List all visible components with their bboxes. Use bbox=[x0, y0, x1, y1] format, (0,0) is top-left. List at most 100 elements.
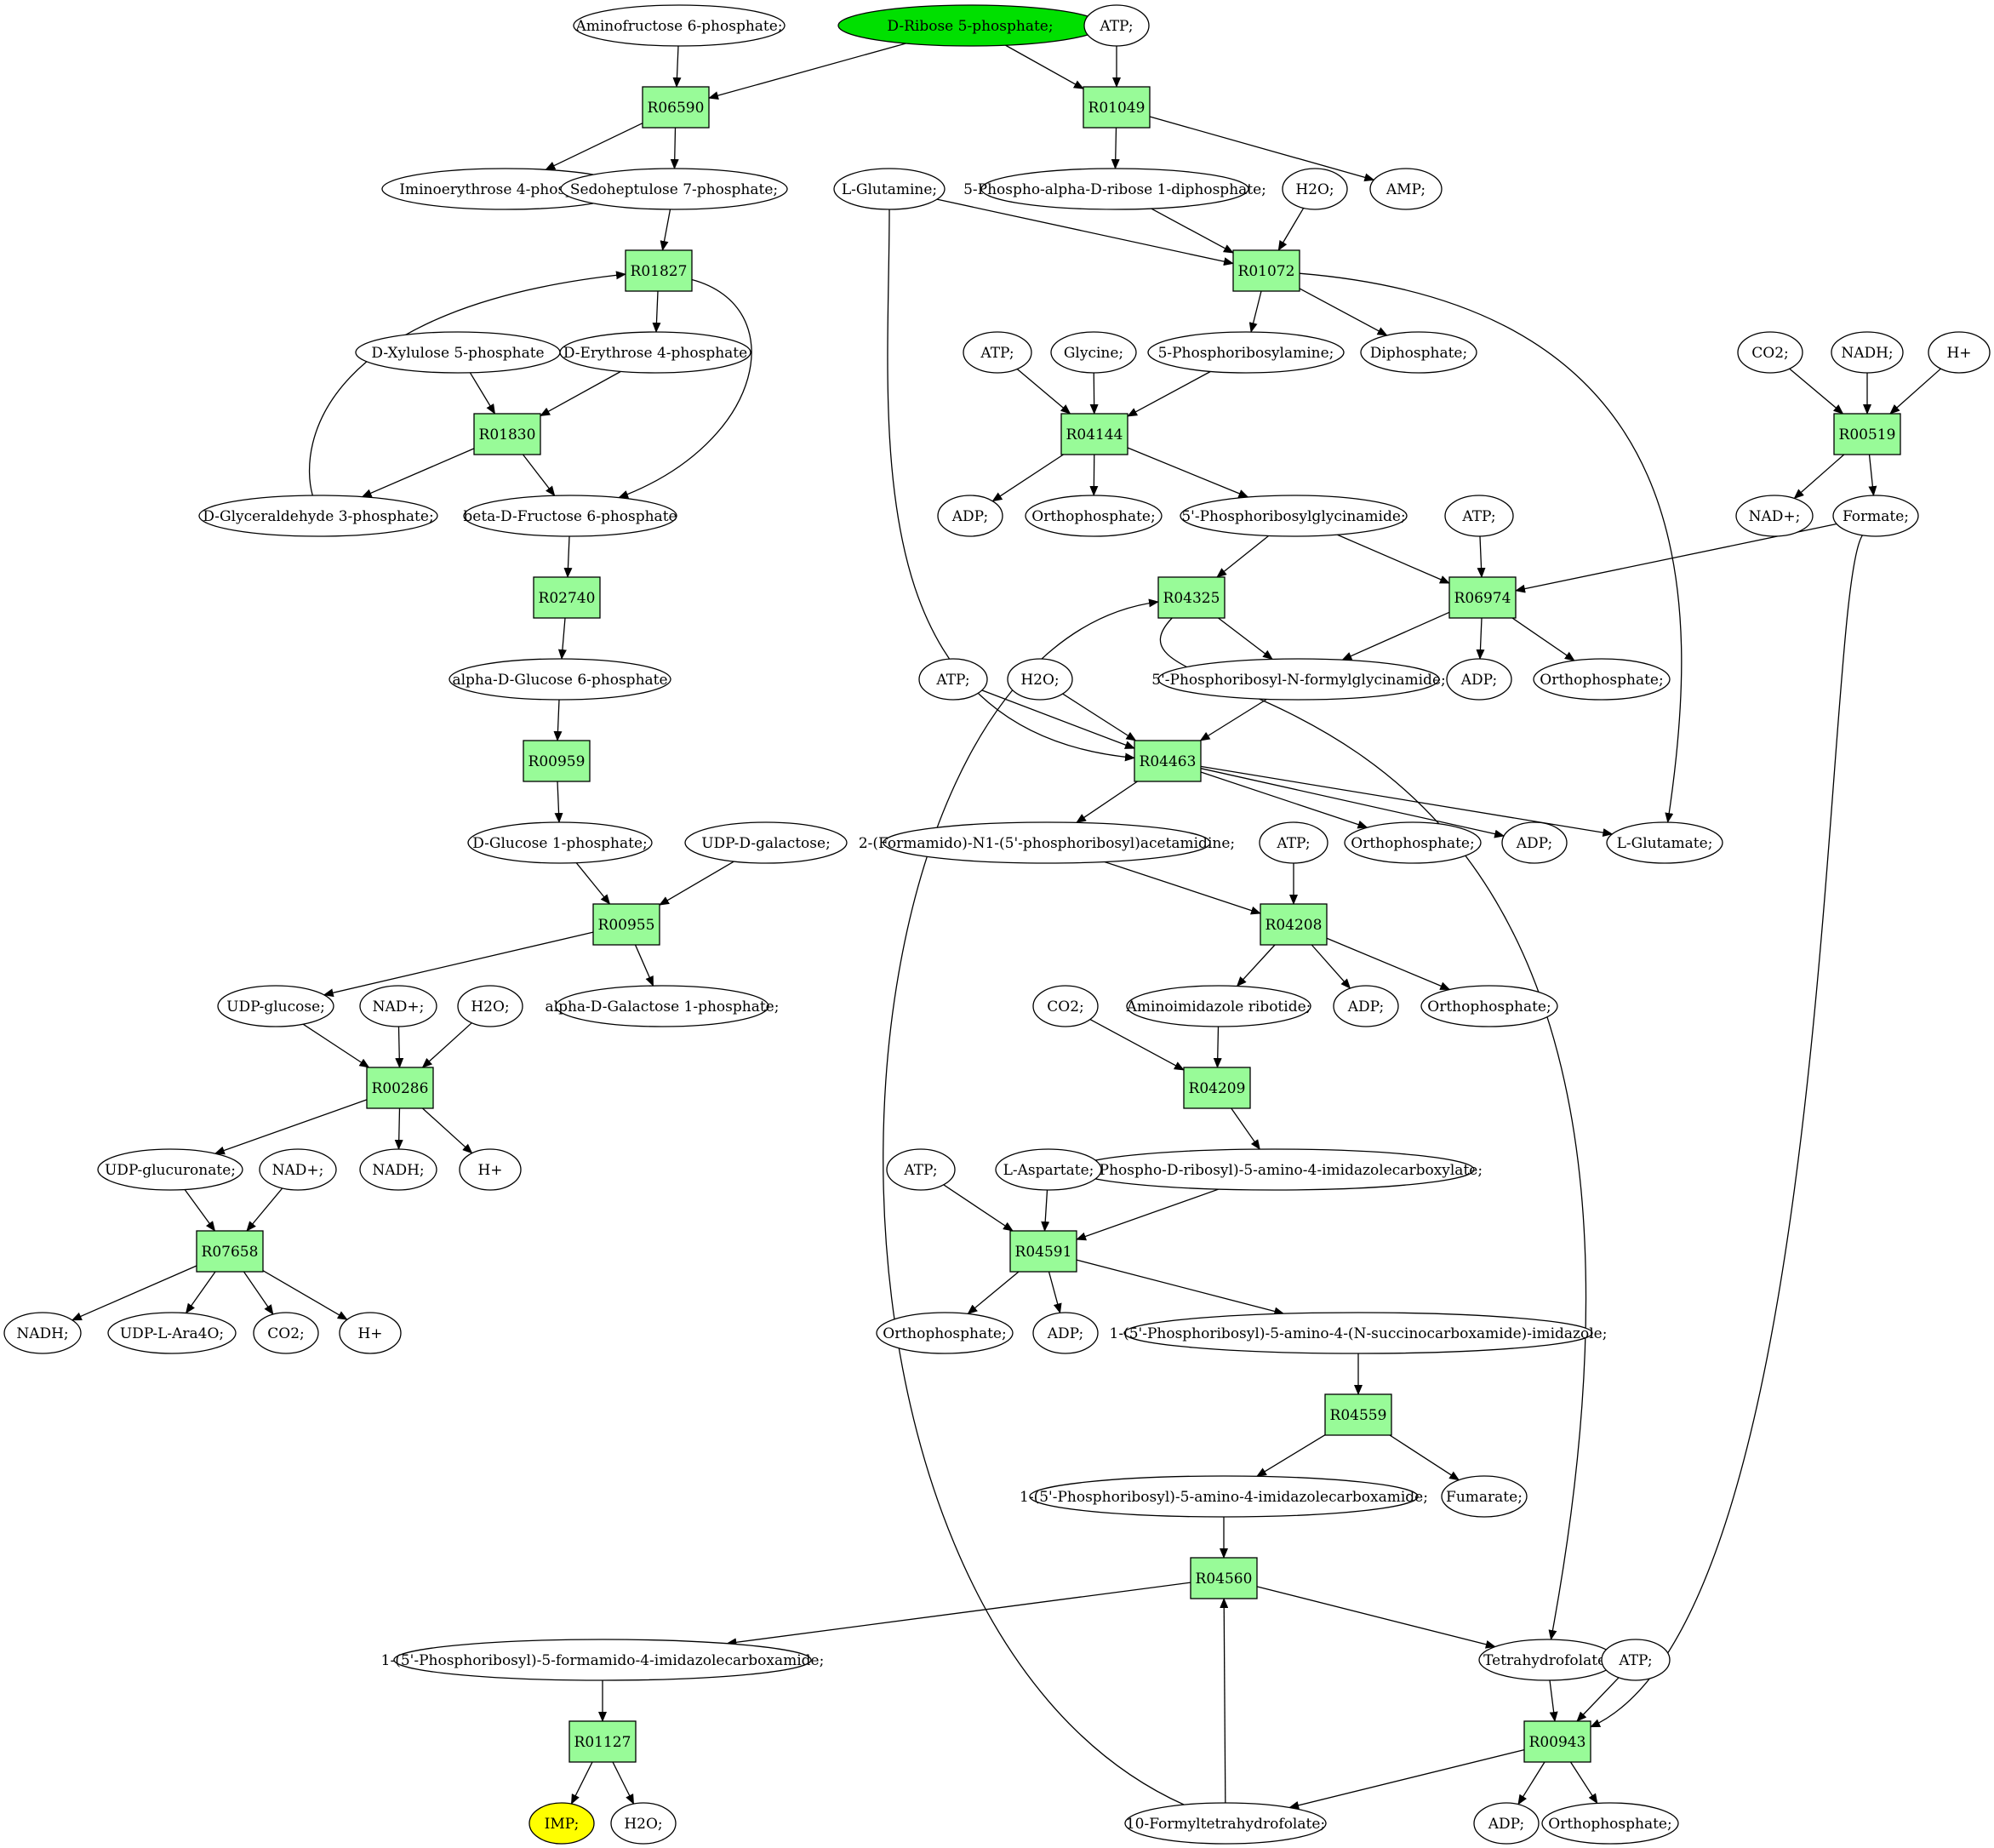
compound-node-atp3[interactable]: ATP; bbox=[1444, 495, 1514, 537]
compound-node-adp3[interactable]: ADP; bbox=[1501, 821, 1568, 864]
compound-node-ortho1[interactable]: Orthophosphate; bbox=[1025, 495, 1163, 537]
compound-shape bbox=[883, 821, 1211, 864]
compound-node-formate[interactable]: Formate; bbox=[1832, 495, 1919, 537]
compound-node-adp2[interactable]: ADP; bbox=[1446, 658, 1512, 701]
compound-node-udpara4o[interactable]: UDP-L-Ara4O; bbox=[107, 1312, 237, 1354]
compound-node-thf[interactable]: Tetrahydrofolate; bbox=[1478, 1639, 1616, 1681]
reaction-node-R00286[interactable]: R00286 bbox=[366, 1067, 434, 1109]
compound-node-nadh1[interactable]: NADH; bbox=[1831, 331, 1904, 374]
compound-node-diphosphate[interactable]: Diphosphate; bbox=[1360, 331, 1477, 374]
reaction-node-R00955[interactable]: R00955 bbox=[592, 903, 660, 946]
reaction-node-R06974[interactable]: R06974 bbox=[1448, 576, 1517, 619]
compound-node-faicar[interactable]: 1-(5'-Phosphoribosyl)-5-formamido-4-imid… bbox=[381, 1639, 825, 1681]
compound-node-adp5[interactable]: ADP; bbox=[1032, 1312, 1099, 1354]
compound-node-fgam[interactable]: 2-(Formamido)-N1-(5'-phosphoribosyl)acet… bbox=[859, 821, 1235, 864]
compound-node-hplus1[interactable]: H+ bbox=[1928, 331, 1991, 374]
compound-node-amp[interactable]: AMP; bbox=[1369, 168, 1443, 210]
compound-label: H+ bbox=[357, 1325, 382, 1342]
compound-node-gar[interactable]: 5'-Phosphoribosylglycinamide; bbox=[1180, 495, 1408, 537]
compound-node-atp5[interactable]: ATP; bbox=[1259, 821, 1328, 864]
compound-node-h2o4[interactable]: H2O; bbox=[610, 1802, 677, 1845]
reaction-node-R04560[interactable]: R04560 bbox=[1190, 1557, 1258, 1599]
compound-node-saicar[interactable]: 1-(5'-Phosphoribosyl)-5-amino-4-(N-succi… bbox=[1110, 1312, 1608, 1354]
reaction-node-R00943[interactable]: R00943 bbox=[1523, 1720, 1591, 1763]
compound-node-dxylulose[interactable]: D-Xylulose 5-phosphate bbox=[355, 331, 561, 374]
compound-node-atp1[interactable]: ATP; bbox=[1083, 4, 1150, 47]
compound-node-lglutamine[interactable]: L-Glutamine; bbox=[833, 168, 946, 210]
compound-node-dribose5p[interactable]: D-Ribose 5-phosphate; bbox=[837, 4, 1103, 47]
reaction-node-R06590[interactable]: R06590 bbox=[642, 86, 710, 129]
compound-node-hplus3[interactable]: H+ bbox=[339, 1312, 402, 1354]
compound-node-aminofructose6p[interactable]: Aminofructose 6-phosphate; bbox=[573, 4, 786, 47]
compound-node-h2o1[interactable]: H2O; bbox=[1282, 168, 1348, 210]
compound-node-co2c[interactable]: CO2; bbox=[253, 1312, 319, 1354]
compound-node-atp2[interactable]: ATP; bbox=[963, 331, 1032, 374]
compound-node-dglyceraldehyde[interactable]: D-Glyceraldehyde 3-phosphate; bbox=[198, 495, 438, 537]
compound-node-adp1[interactable]: ADP; bbox=[937, 495, 1003, 537]
reaction-node-R01127[interactable]: R01127 bbox=[568, 1720, 637, 1763]
reaction-node-R04144[interactable]: R04144 bbox=[1060, 413, 1128, 455]
compound-node-phosphoribosylamine[interactable]: 5-Phosphoribosylamine; bbox=[1147, 331, 1345, 374]
reaction-node-R00959[interactable]: R00959 bbox=[523, 740, 591, 782]
compound-node-cair[interactable]: 1-(5-Phospho-D-ribosyl)-5-amino-4-imidaz… bbox=[1066, 1148, 1483, 1191]
reaction-node-R00519[interactable]: R00519 bbox=[1833, 413, 1901, 455]
compound-node-atp4[interactable]: ATP; bbox=[918, 658, 988, 701]
compound-node-dglucose1p[interactable]: D-Glucose 1-phosphate; bbox=[467, 821, 653, 864]
compound-node-prpp[interactable]: 5-Phospho-alpha-D-ribose 1-diphosphate; bbox=[963, 168, 1266, 210]
compound-node-atp7[interactable]: ATP; bbox=[1601, 1639, 1671, 1681]
compound-node-aicar[interactable]: 1-(5'-Phosphoribosyl)-5-amino-4-imidazol… bbox=[1020, 1475, 1428, 1518]
compound-node-imp[interactable]: IMP; bbox=[528, 1802, 595, 1845]
compound-node-atp6[interactable]: ATP; bbox=[886, 1148, 956, 1191]
compound-node-hplus2[interactable]: H+ bbox=[459, 1148, 522, 1191]
compound-node-fumarate[interactable]: Fumarate; bbox=[1441, 1475, 1528, 1518]
compound-node-alphagalactose1p[interactable]: alpha-D-Galactose 1-phosphate; bbox=[546, 985, 780, 1027]
compound-node-nadplus1[interactable]: NAD+; bbox=[1735, 495, 1814, 537]
compound-node-ortho3[interactable]: Orthophosphate; bbox=[1344, 821, 1482, 864]
reaction-node-R07658[interactable]: R07658 bbox=[196, 1230, 264, 1273]
reaction-node-R04208[interactable]: R04208 bbox=[1260, 903, 1328, 946]
compound-node-air[interactable]: Aminoimidazole ribotide; bbox=[1126, 985, 1311, 1027]
reaction-node-R02740[interactable]: R02740 bbox=[533, 576, 601, 619]
compound-node-derythrose[interactable]: D-Erythrose 4-phosphate bbox=[559, 331, 751, 374]
reaction-node-R01072[interactable]: R01072 bbox=[1232, 249, 1300, 292]
compound-node-fgar[interactable]: 5'-Phosphoribosyl-N-formylglycinamide; bbox=[1151, 658, 1446, 701]
compound-node-ortho4[interactable]: Orthophosphate; bbox=[1420, 985, 1558, 1027]
edge-R00519-to-formate bbox=[1868, 454, 1877, 497]
compound-node-alphaglucose6p[interactable]: alpha-D-Glucose 6-phosphate bbox=[449, 658, 671, 701]
reaction-node-R04209[interactable]: R04209 bbox=[1183, 1067, 1251, 1109]
compound-node-sedoheptulose[interactable]: Sedoheptulose 7-phosphate; bbox=[560, 168, 788, 210]
compound-node-h2o3[interactable]: H2O; bbox=[457, 985, 523, 1027]
reaction-node-R04591[interactable]: R04591 bbox=[1009, 1230, 1077, 1273]
compound-node-nadh2[interactable]: NADH; bbox=[359, 1148, 437, 1191]
compound-node-nadh3[interactable]: NADH; bbox=[3, 1312, 82, 1354]
compound-label: AMP; bbox=[1386, 181, 1426, 198]
compound-node-adp4[interactable]: ADP; bbox=[1333, 985, 1399, 1027]
compound-node-betafructose[interactable]: beta-D-Fructose 6-phosphate bbox=[463, 495, 677, 537]
compound-node-ortho2[interactable]: Orthophosphate; bbox=[1533, 658, 1671, 701]
compound-label: NADH; bbox=[16, 1325, 68, 1342]
compound-node-ortho5[interactable]: Orthophosphate; bbox=[876, 1312, 1014, 1354]
compound-node-nadplus2[interactable]: NAD+; bbox=[359, 985, 437, 1027]
compound-node-nadplus3[interactable]: NAD+; bbox=[259, 1148, 337, 1191]
reaction-node-R01830[interactable]: R01830 bbox=[473, 413, 541, 455]
compound-node-laspartate[interactable]: L-Aspartate; bbox=[995, 1148, 1102, 1191]
compound-node-co2a[interactable]: CO2; bbox=[1737, 331, 1803, 374]
reaction-node-R01827[interactable]: R01827 bbox=[625, 249, 693, 292]
reaction-node-R01049[interactable]: R01049 bbox=[1083, 86, 1151, 129]
compound-node-glycine[interactable]: Glycine; bbox=[1050, 331, 1137, 374]
compound-node-udpgalactose[interactable]: UDP-D-galactose; bbox=[684, 821, 848, 864]
compound-node-co2b[interactable]: CO2; bbox=[1032, 985, 1099, 1027]
compound-node-lglutamate[interactable]: L-Glutamate; bbox=[1606, 821, 1723, 864]
compound-node-ortho6[interactable]: Orthophosphate; bbox=[1541, 1802, 1679, 1845]
compound-node-iminoerythrose[interactable]: Iminoerythrose 4-phosphate; bbox=[381, 168, 630, 210]
edge-fgam-to-R04208 bbox=[1104, 861, 1261, 915]
compound-node-formylthf[interactable]: 10-Formyltetrahydrofolate; bbox=[1124, 1802, 1327, 1845]
compound-node-udpglucose[interactable]: UDP-glucose; bbox=[217, 985, 334, 1027]
reaction-node-R04325[interactable]: R04325 bbox=[1157, 576, 1226, 619]
compound-node-adp6[interactable]: ADP; bbox=[1473, 1802, 1540, 1845]
reaction-node-R04463[interactable]: R04463 bbox=[1134, 740, 1202, 782]
compound-shape bbox=[457, 985, 523, 1027]
compound-node-udpglucuronate[interactable]: UDP-glucuronate; bbox=[97, 1148, 243, 1191]
reaction-node-R04559[interactable]: R04559 bbox=[1324, 1393, 1392, 1436]
compound-node-h2o2[interactable]: H2O; bbox=[1007, 658, 1073, 701]
